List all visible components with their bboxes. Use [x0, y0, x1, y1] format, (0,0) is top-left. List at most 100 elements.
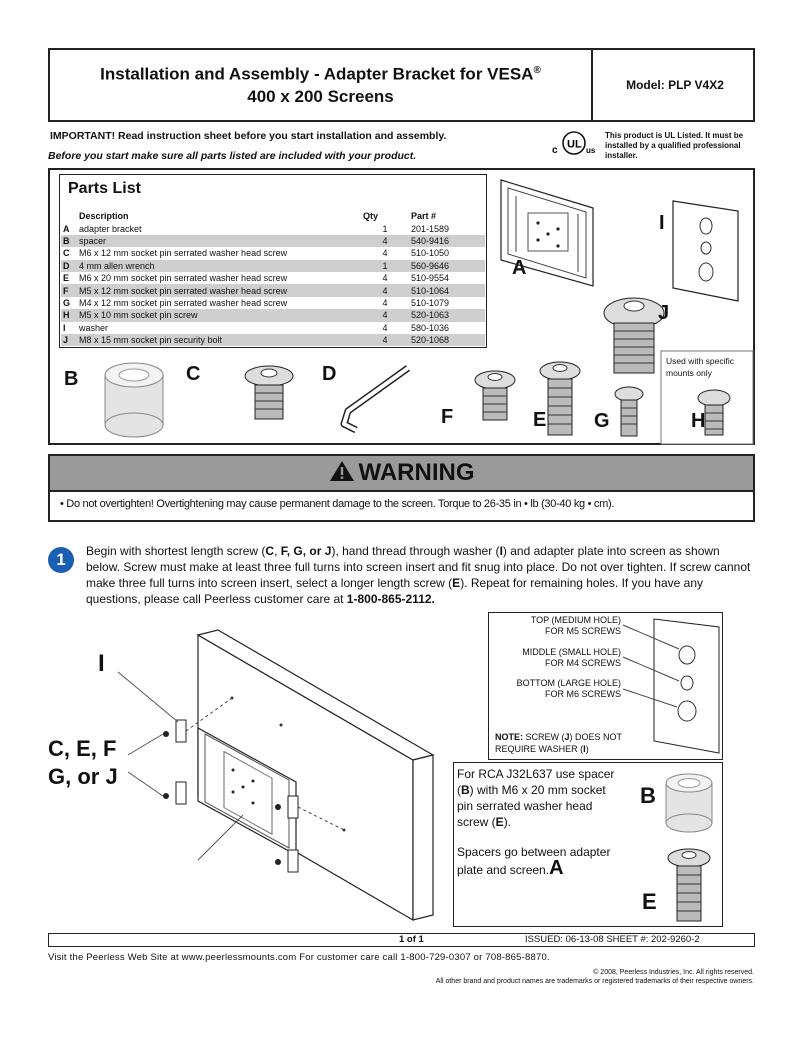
parts-cell-qty: 1: [361, 259, 409, 272]
note-top-1: TOP (MEDIUM HOLE): [530, 615, 621, 625]
parts-cell-part: 510-1064: [409, 284, 485, 297]
part-label-i: I: [659, 212, 665, 234]
parts-cell-letter: I: [63, 322, 66, 333]
parts-cell-desc: M4 x 12 mm socket pin serrated washer he…: [79, 297, 288, 308]
part-label-h: H: [691, 410, 706, 432]
washer-hole-note: TOP (MEDIUM HOLE) FOR M5 SCREWS MIDDLE (…: [488, 612, 723, 760]
parts-cell-desc: M5 x 12 mm socket pin serrated washer he…: [77, 284, 361, 297]
part-label-a: A: [512, 257, 527, 279]
parts-cell-qty: 4: [361, 333, 409, 347]
part-label-d: D: [322, 363, 337, 385]
specific-mounts-note: Used with specific mounts only: [666, 356, 735, 378]
col-part: Part #: [411, 211, 437, 222]
diagram-label-screws-2: G, or J: [48, 764, 118, 789]
parts-cell-letter: C: [63, 248, 70, 259]
allen-wrench-illustration: [340, 365, 411, 434]
parts-cell-letter: H: [61, 309, 77, 322]
parts-cell-desc: 4 mm allen wrench: [77, 259, 361, 272]
parts-cell-desc: M6 x 20 mm socket pin serrated washer he…: [79, 273, 288, 284]
parts-cell-qty: 4: [361, 284, 409, 297]
parts-cell-letter: J: [61, 333, 77, 347]
part-label-g: G: [594, 410, 610, 432]
warning-body: • Do not overtighten! Overtightening may…: [48, 492, 755, 522]
parts-cell-desc: M8 x 15 mm socket pin security bolt: [77, 333, 361, 347]
screw-f-illustration: [474, 370, 516, 421]
washer-detail-illustration: [622, 618, 720, 754]
step-number-badge: 1: [48, 547, 74, 573]
parts-cell-part: 510-9554: [411, 273, 450, 284]
visit-text: Visit the Peerless Web Site at www.peerl…: [48, 952, 550, 963]
model-number: Model: PLP V4X2: [626, 78, 724, 92]
title-box: Installation and Assembly - Adapter Brac…: [48, 48, 755, 122]
parts-cell-qty: 4: [382, 248, 388, 259]
parts-cell-desc: washer: [79, 322, 109, 333]
note-top-2: FOR M5 SCREWS: [544, 626, 621, 636]
warning-triangle-icon: [329, 461, 354, 481]
note-bot-1: BOTTOM (LARGE HOLE): [516, 678, 621, 688]
parts-cell-qty: 4: [361, 234, 409, 248]
parts-cell-part: 201-1589: [411, 223, 450, 234]
parts-cell-qty: 1: [382, 223, 388, 234]
ul-logo-text: UL: [567, 139, 582, 151]
page-title: Installation and Assembly - Adapter Brac…: [50, 50, 593, 120]
diagram-label-i: I: [98, 650, 105, 677]
parts-cell-desc: M6 x 12 mm socket pin serrated washer he…: [79, 248, 288, 259]
copyright-line: © 2008, Peerless Industries, Inc. All ri…: [593, 969, 754, 976]
note-bot-2: FOR M6 SCREWS: [544, 689, 621, 699]
parts-cell-part: 520-1063: [409, 309, 485, 322]
security-bolt-illustration: [603, 297, 665, 374]
screw-e-illustration: [539, 361, 581, 436]
warning-heading: WARNING: [48, 454, 755, 492]
parts-cell-qty: 4: [382, 273, 388, 284]
svg-text:us: us: [586, 146, 596, 155]
screw-c-illustration: [244, 365, 294, 420]
ul-notice: This product is UL Listed. It must be in…: [605, 131, 744, 160]
rca-line-5: Spacers go between adapter: [457, 845, 611, 859]
note-mid-2: FOR M4 SCREWS: [544, 658, 621, 668]
ul-listed-logo: c UL us: [551, 128, 601, 158]
parts-cell-part: 510-1050: [411, 248, 450, 259]
adapter-bracket-illustration: [500, 179, 594, 287]
title-line-2: 400 x 200 Screens: [247, 86, 394, 106]
parts-cell-part: 560-9646: [409, 259, 485, 272]
parts-illustrations: [104, 179, 754, 445]
rca-spacer-note: For RCA J32L637 use spacer (B) with M6 x…: [453, 762, 723, 927]
part-label-f: F: [441, 406, 454, 428]
trademark-line: All other brand and product names are tr…: [435, 978, 754, 985]
registered-mark: ®: [533, 65, 541, 76]
part-label-b: B: [64, 368, 79, 390]
parts-list-title: Parts List: [68, 180, 141, 197]
parts-cell-qty: 4: [382, 297, 388, 308]
note-mid-1: MIDDLE (SMALL HOLE): [522, 647, 621, 657]
col-description: Description: [79, 211, 129, 222]
note-label: NOTE:: [495, 732, 523, 742]
screw-h-illustration: [697, 389, 731, 436]
rca-label-e: E: [642, 889, 657, 914]
parts-row: G M4 x 12 mm socket pin serrated washer h…: [61, 297, 485, 309]
part-label-j: J: [658, 302, 670, 324]
svg-text:c: c: [552, 145, 558, 156]
parts-cell-letter: G: [63, 297, 71, 308]
rca-label-a: A: [549, 857, 564, 879]
screw-g-illustration: [614, 386, 644, 437]
col-qty: Qty: [363, 211, 379, 222]
parts-cell-desc: M5 x 10 mm socket pin screw: [77, 309, 361, 322]
parts-cell-desc: adapter bracket: [79, 223, 142, 234]
diagram-label-screws-1: C, E, F: [48, 736, 117, 761]
copyright: © 2008, Peerless Industries, Inc. All ri…: [436, 968, 754, 986]
issued-info: ISSUED: 06-13-08 SHEET #: 202-9260-2: [525, 934, 700, 945]
rca-line-1: For RCA J32L637 use spacer: [457, 767, 615, 781]
part-label-c: C: [186, 363, 201, 385]
parts-cell-letter: B: [61, 234, 77, 248]
parts-cell-part: 540-9416: [409, 234, 485, 248]
washer-plate-illustration: [672, 200, 739, 302]
step-1-text: Begin with shortest length screw (C, F, …: [86, 544, 751, 606]
